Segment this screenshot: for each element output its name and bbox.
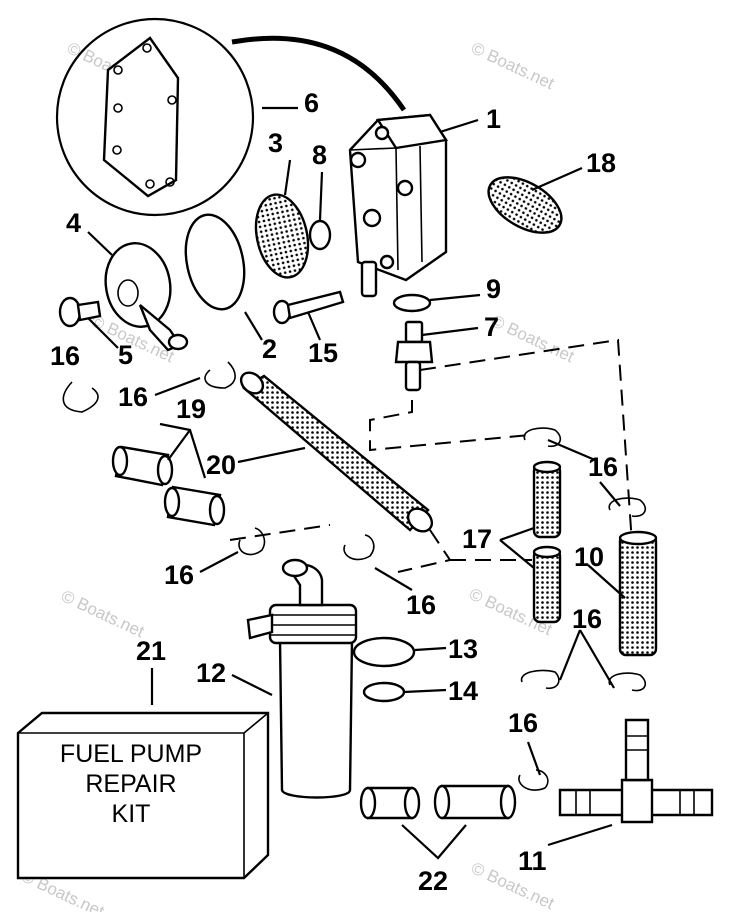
part-7-fitting: [394, 320, 434, 392]
part-19-hoses: [111, 445, 226, 527]
callout-9: 9: [486, 274, 501, 304]
part-11-tee-fitting: [558, 718, 714, 824]
part-3-screen: [254, 193, 310, 279]
part-5-screw: [58, 296, 102, 328]
callout-14: 14: [448, 676, 478, 706]
callout-18: 18: [586, 148, 616, 178]
part-1-fuel-pump: [348, 113, 448, 298]
callout-8: 8: [312, 140, 327, 170]
callout-16-e: 16: [406, 590, 436, 620]
callout-16-c: 16: [588, 452, 618, 482]
part-12-filter-bowl: [246, 558, 358, 799]
kit-label-line-3: KIT: [112, 800, 151, 828]
callout-22: 22: [418, 866, 448, 896]
callout-19: 19: [176, 394, 206, 424]
callout-7: 7: [484, 312, 499, 342]
callout-17: 17: [462, 524, 492, 554]
part-21-kit-box: FUEL PUMP REPAIR KIT: [16, 711, 270, 880]
callout-16-d: 16: [164, 560, 194, 590]
watermark-text: © Boats.net: [58, 586, 147, 641]
callout-21: 21: [136, 636, 166, 666]
part-10-filter: [618, 530, 658, 657]
part-8-o-ring: [308, 219, 332, 251]
callout-6: 6: [304, 88, 319, 118]
callout-3: 3: [268, 128, 283, 158]
part-4-cover: [104, 242, 189, 352]
callout-11: 11: [518, 846, 547, 876]
callout-16-b: 16: [118, 382, 148, 412]
callout-4: 4: [66, 208, 81, 238]
part-15-screw: [272, 290, 345, 325]
part-6-gasket-detail: [55, 17, 407, 217]
callout-numbers: 1 2 3 4 5 6 7 8 9 10 11 12 13 14 15 16 1…: [50, 88, 618, 896]
part-17-filters: [532, 460, 562, 624]
callout-15: 15: [308, 338, 338, 368]
part-13-o-ring: [352, 636, 416, 668]
part-2-o-ring: [184, 213, 246, 311]
callout-20: 20: [206, 450, 236, 480]
callout-2: 2: [262, 334, 277, 364]
callout-16-g: 16: [508, 708, 538, 738]
leader-lines: [87, 106, 626, 860]
part-16-clips: [62, 361, 647, 791]
kit-label-line-1: FUEL PUMP: [60, 740, 202, 768]
part-18-gasket: [487, 176, 563, 234]
kit-label-line-2: REPAIR: [85, 770, 176, 798]
callout-16-a: 16: [50, 341, 80, 371]
part-22-hoses: [359, 784, 517, 820]
part-20-filter: [239, 371, 434, 533]
callout-1: 1: [486, 104, 501, 134]
watermark-text: © Boats.net: [468, 38, 557, 93]
callout-5: 5: [118, 340, 133, 370]
callout-16-f: 16: [572, 604, 602, 634]
part-9-o-ring: [392, 293, 432, 313]
part-14-seal: [362, 681, 406, 703]
callout-12: 12: [196, 658, 226, 688]
callout-10: 10: [574, 542, 604, 572]
callout-13: 13: [448, 634, 478, 664]
